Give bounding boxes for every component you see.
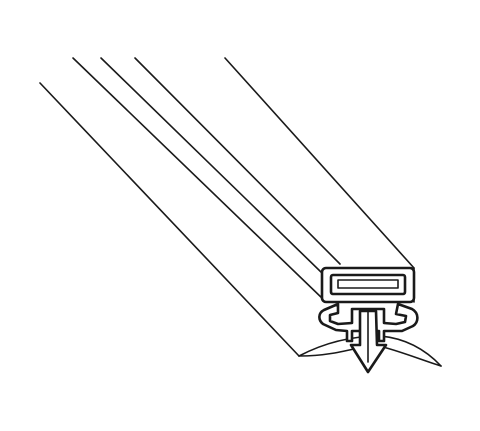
outer-bottom-edge-line <box>39 82 300 357</box>
gasket-extrusion-lines <box>39 57 415 357</box>
gasket-magnet-housing <box>320 266 416 304</box>
magnet-top-front-edge-line <box>134 57 341 265</box>
magnet-strip <box>337 279 399 289</box>
magnet-front-edge-line <box>100 57 323 274</box>
magnet-bottom-edge-line <box>72 57 325 301</box>
gasket-dart <box>349 309 388 374</box>
magnet-top-back-edge-line <box>224 57 415 269</box>
flange-right-bottom-line <box>382 346 442 367</box>
